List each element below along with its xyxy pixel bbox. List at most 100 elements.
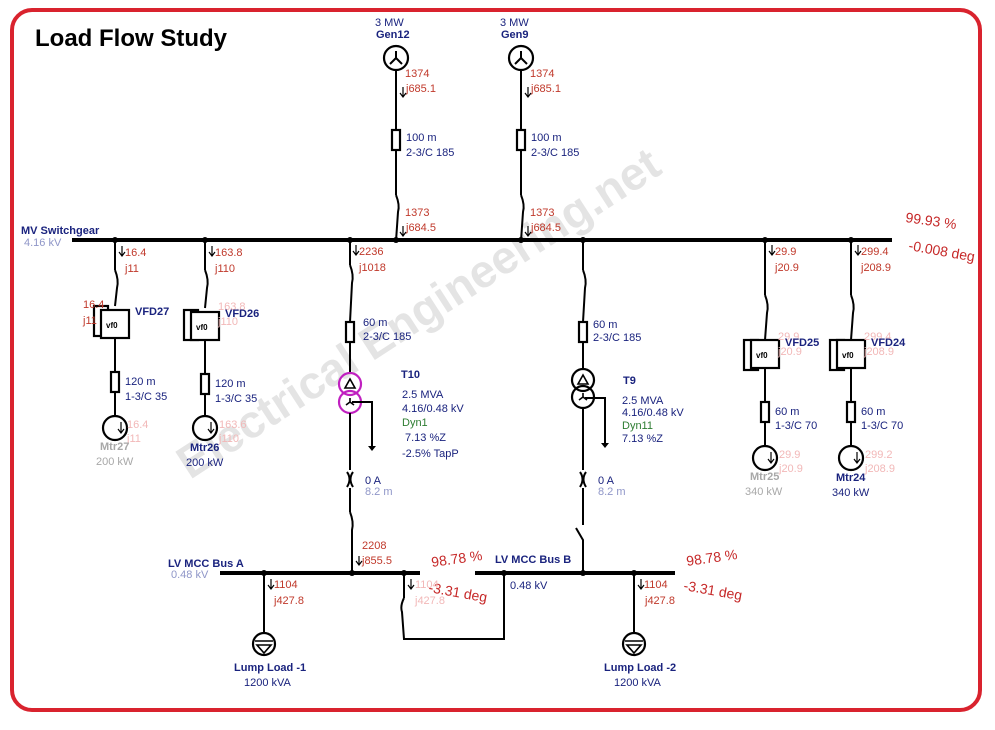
gen-name: Gen9 bbox=[501, 29, 529, 41]
arrow-down-icon bbox=[524, 226, 532, 237]
flow-p: 299.4 bbox=[861, 246, 889, 258]
motor-rating: 340 kW bbox=[832, 487, 870, 499]
cable-length: 120 m bbox=[215, 378, 246, 390]
wye-icon bbox=[345, 398, 355, 406]
lv-bus-b[interactable]: LV MCC Bus B 0.48 kV 98.78 % -3.31 deg bbox=[475, 546, 744, 603]
bus-voltage: 0.48 kV bbox=[171, 569, 209, 581]
flow-q: j685.1 bbox=[405, 83, 436, 95]
bus-vang: -3.31 deg bbox=[682, 577, 743, 603]
transformer-branch-t9[interactable]: 60 m 2-3/C 185 T9 2.5 MVA 4.16/0.48 kV D… bbox=[570, 240, 684, 573]
breaker-icon bbox=[204, 269, 209, 309]
arrow-down-icon bbox=[355, 556, 363, 566]
bus-vmag: 98.78 % bbox=[430, 547, 483, 570]
vfd-icon bbox=[749, 338, 781, 370]
vfd-name: VFD27 bbox=[135, 306, 169, 318]
arrow-down-icon bbox=[637, 579, 645, 590]
vfd-name: VFD26 bbox=[225, 308, 259, 320]
cable-type: 2-3/C 185 bbox=[531, 147, 579, 159]
cable-icon bbox=[759, 400, 771, 424]
arrow-down-icon bbox=[399, 226, 407, 237]
gen-name: Gen12 bbox=[376, 29, 410, 41]
tie-p: 1104 bbox=[415, 579, 439, 591]
reactor-icon bbox=[346, 471, 354, 488]
motor-q: j20.9 bbox=[778, 463, 803, 475]
flow-q: j427.8 bbox=[644, 595, 675, 607]
cable-length: 100 m bbox=[406, 132, 437, 144]
motor-branch-vfd26[interactable]: 163.8 j110 vf0 163.8 j110 VFD26 120 m 1-… bbox=[182, 240, 259, 469]
cable-length: 60 m bbox=[861, 406, 885, 418]
transformer-primary-icon bbox=[337, 371, 363, 397]
transformer-rating: 2.5 MVA bbox=[402, 389, 444, 401]
motor-p: 29.9 bbox=[779, 449, 800, 461]
motor-name: Mtr24 bbox=[836, 472, 866, 484]
tie-q: j427.8 bbox=[414, 595, 445, 607]
arrow-down-icon bbox=[524, 87, 532, 98]
vfd-q: j20.9 bbox=[777, 346, 802, 358]
delta-icon bbox=[576, 373, 590, 385]
flow-q: j684.5 bbox=[530, 222, 561, 234]
bus-name: LV MCC Bus A bbox=[168, 558, 244, 570]
diagram-frame bbox=[10, 8, 982, 712]
vfd-p: 163.8 bbox=[218, 301, 246, 313]
cable-type: 1-3/C 70 bbox=[775, 420, 817, 432]
arrow-down-icon bbox=[854, 245, 862, 256]
motor-icon bbox=[751, 444, 779, 472]
bus-vmag: 99.93 % bbox=[905, 209, 958, 232]
transformer-rating: 2.5 MVA bbox=[622, 395, 664, 407]
cable-type: 2-3/C 185 bbox=[406, 147, 454, 159]
flow-p: 29.9 bbox=[775, 246, 796, 258]
motor-icon bbox=[101, 414, 129, 442]
vfd-q: j208.9 bbox=[863, 346, 894, 358]
transformer-voltage: 4.16/0.48 kV bbox=[402, 403, 464, 415]
reactor-current: 0 A bbox=[365, 475, 382, 487]
arrow-down-icon bbox=[768, 245, 776, 256]
flow-p: 1104 bbox=[274, 579, 298, 591]
cable-type: 1-3/C 35 bbox=[215, 393, 257, 405]
flow-p-lv: 2208 bbox=[362, 540, 386, 552]
load-name: Lump Load -1 bbox=[234, 662, 306, 674]
flow-q: j208.9 bbox=[860, 262, 891, 274]
cable-icon bbox=[344, 320, 356, 344]
flow-q: j20.9 bbox=[774, 262, 799, 274]
motor-rating: 340 kW bbox=[745, 486, 783, 498]
cable-length: 60 m bbox=[593, 319, 617, 331]
breaker-icon bbox=[764, 294, 769, 341]
motor-icon bbox=[837, 444, 865, 472]
wye-icon bbox=[514, 51, 528, 65]
flow-q: j110 bbox=[214, 263, 235, 275]
motor-rating: 200 kW bbox=[96, 456, 134, 468]
transformer-impedance: 7.13 %Z bbox=[405, 432, 446, 444]
motor-name: Mtr25 bbox=[750, 471, 779, 483]
motor-branch-vfd27[interactable]: 16.4 j11 vf0 16.4 j11 VFD27 120 m 1-3/C … bbox=[82, 240, 169, 468]
cable-icon bbox=[577, 320, 589, 344]
vfd-q: j11 bbox=[82, 315, 97, 327]
flow-q: j684.5 bbox=[405, 222, 436, 234]
lump-load-2[interactable]: 1104 j427.8 Lump Load -2 1200 kVA bbox=[604, 573, 676, 689]
generator-gen12[interactable]: 3 MW Gen12 1374 j685.1 100 m 2-3/C 185 1… bbox=[375, 17, 454, 242]
load-rating: 1200 kVA bbox=[244, 677, 292, 689]
motor-q: j208.9 bbox=[864, 463, 895, 475]
motor-branch-vfd24[interactable]: 299.4 j208.9 vf0 299.4 j208.9 VFD24 60 m… bbox=[828, 240, 906, 499]
wye-icon bbox=[389, 51, 403, 65]
flow-p: 1104 bbox=[644, 579, 668, 591]
vfd-p: 299.4 bbox=[864, 331, 892, 343]
flow-p: 163.8 bbox=[215, 247, 243, 259]
generator-gen9[interactable]: 3 MW Gen9 1374 j685.1 100 m 2-3/C 185 13… bbox=[500, 17, 579, 242]
vfd-p: 16.4 bbox=[83, 299, 104, 311]
arrow-down-icon bbox=[407, 579, 415, 590]
breaker-open-icon bbox=[575, 527, 584, 573]
bus-name: LV MCC Bus B bbox=[495, 554, 571, 566]
lv-bus-a[interactable]: LV MCC Bus A 0.48 kV 98.78 % -3.31 deg 1… bbox=[168, 547, 489, 607]
lump-load-icon bbox=[621, 631, 647, 657]
motor-q: j110 bbox=[218, 433, 239, 445]
bus-tie[interactable] bbox=[400, 573, 505, 640]
flow-q: j1018 bbox=[358, 262, 386, 274]
transformer-branch-t10[interactable]: 2236 j1018 60 m 2-3/C 185 T10 2.5 MVA 4.… bbox=[337, 240, 464, 573]
flow-p: 1374 bbox=[405, 68, 429, 80]
motor-branch-vfd25[interactable]: 29.9 j20.9 vf0 29.9 j20.9 VFD25 60 m 1-3… bbox=[742, 240, 819, 498]
lump-load-1[interactable]: 1104 j427.8 Lump Load -1 1200 kVA bbox=[234, 573, 306, 689]
reactor-icon bbox=[579, 471, 587, 488]
flow-q: j427.8 bbox=[273, 595, 304, 607]
arrow-down-icon bbox=[399, 87, 407, 98]
delta-icon bbox=[343, 377, 357, 389]
